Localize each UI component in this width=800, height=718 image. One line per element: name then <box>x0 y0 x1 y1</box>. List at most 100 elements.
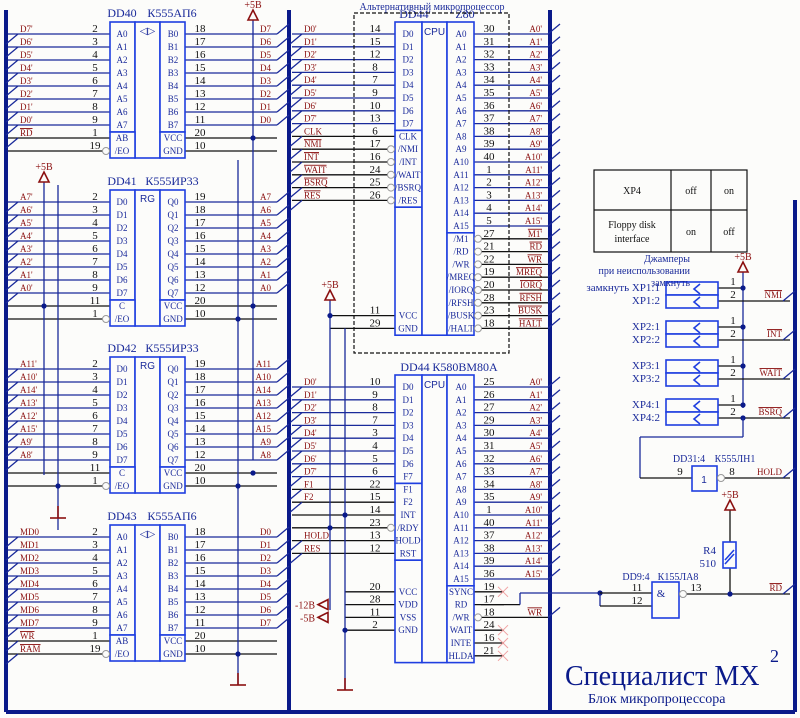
bus-entry <box>5 549 19 561</box>
bus-entry <box>289 199 303 211</box>
pin-number: 11 <box>370 606 381 618</box>
pin-name: A7 <box>117 623 128 633</box>
pin-number: 31 <box>484 440 495 452</box>
pin-number: 16 <box>195 230 207 242</box>
net-label: A15' <box>525 216 542 226</box>
pin-name: D2 <box>403 408 414 418</box>
pin-number: 3 <box>92 371 98 383</box>
net-label: RFSH <box>519 293 542 303</box>
inversion-bubble <box>474 260 482 269</box>
bus-entry <box>5 253 19 265</box>
bus-entry <box>276 88 290 100</box>
pin-name: Q5 <box>168 429 179 439</box>
net-label: A14' <box>525 556 542 566</box>
net-label: MD2 <box>20 553 39 563</box>
pin-number: 15 <box>195 410 207 422</box>
pin-name: /RES <box>398 195 417 205</box>
net-label: A13 <box>256 398 272 408</box>
inversion-bubble <box>679 590 687 598</box>
power-label: +5В <box>734 252 752 263</box>
net-label: A6' <box>529 101 542 111</box>
net-label: A7' <box>529 467 542 477</box>
net-label: D3' <box>20 76 33 86</box>
bus-entry <box>276 591 290 603</box>
pin-number: 9 <box>372 389 378 401</box>
pin-name: GND <box>163 481 183 491</box>
net-label: MD3 <box>20 566 40 576</box>
pin-number: 6 <box>92 578 98 590</box>
bus-entry <box>276 371 290 383</box>
pin-name: B2 <box>168 55 179 65</box>
bus-entry <box>547 555 561 567</box>
power-arrow-icon <box>323 288 337 301</box>
pin-name: A1 <box>456 395 467 405</box>
no-connect-icon <box>497 586 509 598</box>
pin-number: 19 <box>484 266 496 278</box>
pin-name: B4 <box>168 584 179 594</box>
pin-name: A15 <box>453 574 469 584</box>
pin-number: 32 <box>484 49 495 61</box>
jumper-caption: Джамперы <box>644 254 690 265</box>
bus-entry <box>289 488 303 500</box>
net-label: D1' <box>304 390 317 400</box>
bus-entry <box>547 292 561 304</box>
pin-number: 20 <box>195 630 207 642</box>
pin-number: 22 <box>484 253 495 265</box>
bus-entry <box>547 376 561 388</box>
jumper-table: XP4 off on Floppy disk interface on off <box>593 169 748 253</box>
cpu-address-column <box>446 374 475 587</box>
pin-number: 2 <box>486 177 492 189</box>
net-label: MD7 <box>20 618 40 628</box>
junction-dot <box>342 512 348 518</box>
pin-number: 2 <box>92 23 98 35</box>
bus-entry <box>547 542 561 554</box>
net-label: D7' <box>304 114 317 124</box>
pin-number: 32 <box>484 453 495 465</box>
bus-entry <box>547 427 561 439</box>
pin-name: B0 <box>168 532 179 542</box>
net-label: D4' <box>304 75 317 85</box>
bus-entry <box>276 604 290 616</box>
bus-entry <box>276 552 290 564</box>
pin-number: 19 <box>195 191 207 203</box>
pin-number: 1 <box>92 308 98 320</box>
chip-part: К155ЛА8 <box>658 572 699 583</box>
bus-entry <box>5 368 19 380</box>
net-label: D3' <box>304 415 317 425</box>
bus-entry <box>547 74 561 86</box>
bus-entry <box>782 583 796 595</box>
pin-number: 37 <box>484 530 496 542</box>
pin-name: A6 <box>456 106 467 116</box>
pin-number: 4 <box>92 552 98 564</box>
cpu-address-column <box>446 21 475 234</box>
net-label: RD <box>529 242 542 252</box>
pin-number: 2 <box>92 358 98 370</box>
pin-number: 10 <box>195 643 207 655</box>
bus-entry <box>547 305 561 317</box>
pin-name: VCC <box>399 587 418 597</box>
pin-name: A15 <box>453 221 469 231</box>
bus-entry <box>5 614 19 626</box>
cpu-data-column <box>394 374 423 485</box>
pin-number: 15 <box>370 491 382 503</box>
net-label: A14 <box>256 385 272 395</box>
pin-number: 21 <box>484 645 495 657</box>
pin-name: A11 <box>453 523 468 533</box>
pin-number: 2 <box>92 191 98 203</box>
pin-name: HLDA <box>449 651 474 661</box>
bus-entry <box>276 449 290 461</box>
pin-number: 6 <box>372 125 378 137</box>
pin-number: 3 <box>92 36 98 48</box>
junction-dot <box>41 303 47 309</box>
pin-number: 31 <box>484 36 495 48</box>
net-label: D4 <box>260 579 271 589</box>
bus-entry <box>5 72 19 84</box>
pin-name: A5 <box>117 597 128 607</box>
pin-name: CLK <box>399 131 418 141</box>
net-label: A4' <box>529 75 542 85</box>
chip-ref: DD43 <box>107 509 136 523</box>
